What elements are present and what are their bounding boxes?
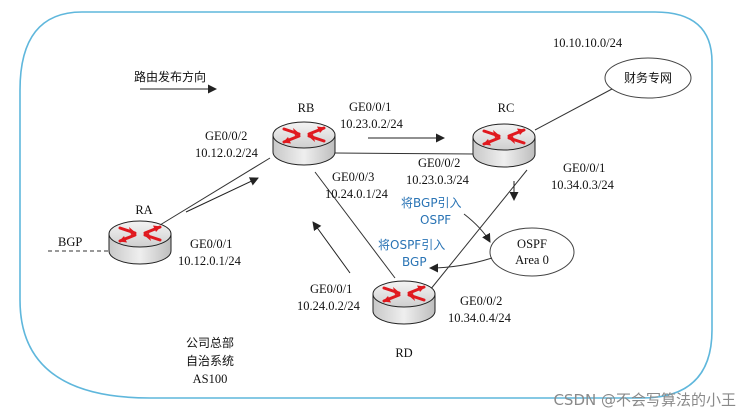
rc-ge002-ip: 10.23.0.3/24 xyxy=(406,173,470,187)
bgp-into-ospf-line2: OSPF xyxy=(420,213,451,227)
rc-ge002-name: GE0/0/2 xyxy=(418,156,460,170)
rb-ge002-name: GE0/0/2 xyxy=(205,129,247,143)
router-rd[interactable] xyxy=(371,279,437,326)
rd-ge002-name: GE0/0/2 xyxy=(460,294,502,308)
rd-ge002-ip: 10.34.0.4/24 xyxy=(448,311,512,325)
bgp-into-ospf-arrow xyxy=(463,213,491,243)
link-rb-rd xyxy=(314,171,396,279)
router-label-rd: RD xyxy=(395,346,412,360)
rb-ge003-name: GE0/0/3 xyxy=(332,170,374,184)
rd-ge001-ip: 10.24.0.2/24 xyxy=(297,299,361,313)
router-rb[interactable] xyxy=(271,120,337,167)
ospf-area-ellipse xyxy=(489,227,575,277)
ra-ge001-name: GE0/0/1 xyxy=(190,237,232,251)
as-boundary xyxy=(19,11,713,399)
router-label-rb: RB xyxy=(298,101,315,115)
rb-ge002-ip: 10.12.0.2/24 xyxy=(195,146,259,160)
link-rc-finance xyxy=(534,88,613,131)
link-rc-rd xyxy=(429,169,528,291)
advertise-arrow-rd-rb xyxy=(312,221,351,274)
rd-ge001-name: GE0/0/1 xyxy=(310,282,352,296)
link-ra-rb xyxy=(159,157,271,226)
router-ra[interactable] xyxy=(107,219,173,266)
ospf-into-bgp-line1: 将OSPF引入 xyxy=(378,238,445,252)
hq-line3: AS100 xyxy=(193,372,228,386)
route-direction-label: 路由发布方向 xyxy=(134,69,206,84)
ospf-area-line1: OSPF xyxy=(517,237,547,251)
ra-ge001-ip: 10.12.0.1/24 xyxy=(178,254,242,268)
finance-network-label: 财务专网 xyxy=(624,70,672,85)
hq-line1: 公司总部 xyxy=(186,335,234,350)
bgp-label: BGP xyxy=(58,235,82,249)
link-rb-rc xyxy=(334,152,476,155)
rb-ge003-ip: 10.24.0.1/24 xyxy=(325,187,389,201)
rb-ge001-ip: 10.23.0.2/24 xyxy=(340,117,404,131)
watermark: CSDN @不会写算法的小王 xyxy=(553,391,736,409)
rc-ge001-name: GE0/0/1 xyxy=(563,161,605,175)
advertise-arrow-ra-rb xyxy=(185,177,259,213)
rb-ge001-name: GE0/0/1 xyxy=(349,100,391,114)
bgp-into-ospf-line1: 将BGP引入 xyxy=(401,196,462,210)
rc-ge001-ip: 10.34.0.3/24 xyxy=(551,178,615,192)
router-label-ra: RA xyxy=(135,203,152,217)
network-top-label: 10.10.10.0/24 xyxy=(553,36,623,50)
ospf-into-bgp-arrow xyxy=(429,257,493,273)
router-label-rc: RC xyxy=(498,101,515,115)
hq-line2: 自治系统 xyxy=(186,354,234,368)
ospf-into-bgp-line2: BGP xyxy=(402,255,427,269)
router-rc[interactable] xyxy=(471,122,537,169)
ospf-area-line2: Area 0 xyxy=(515,253,549,267)
finance-network-cloud xyxy=(604,57,692,99)
